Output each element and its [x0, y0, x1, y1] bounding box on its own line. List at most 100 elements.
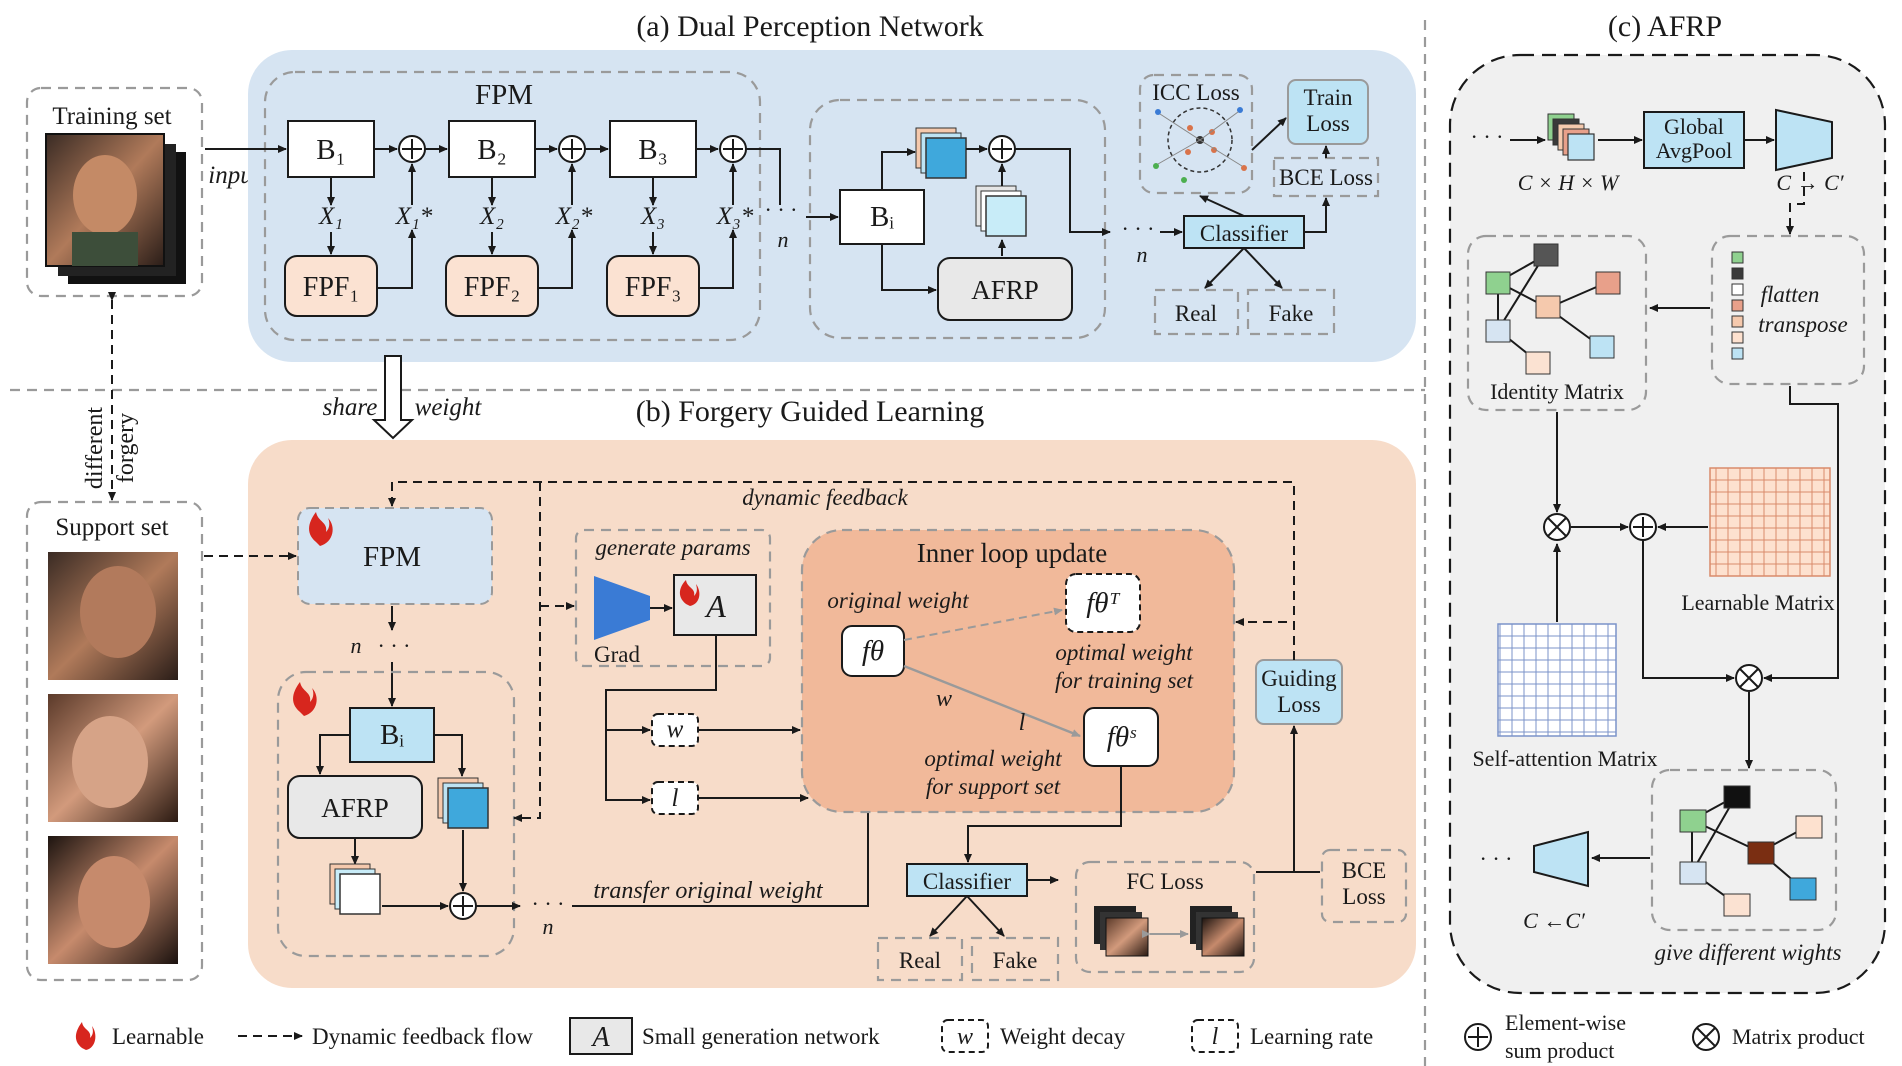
icc-loss-box: [1138, 73, 1254, 195]
legend-dynamic-feedback-flow: Dynamic feedback flow: [312, 1024, 533, 1049]
self-attention-matrix-label: Self-attention Matrix: [1472, 746, 1657, 771]
n-label-a1: n: [778, 227, 789, 252]
flatten-transpose-box: [1710, 234, 1866, 386]
legend-learning-rate: Learning rate: [1250, 1024, 1373, 1049]
legend-weight-decay: Weight decay: [1000, 1024, 1126, 1049]
legend-flame-icon: [75, 1022, 96, 1050]
sum-node-1: [398, 135, 426, 163]
feature-x2-star: X₂*: [555, 203, 593, 230]
sum-node-2: [558, 135, 586, 163]
title-panel-a: (a) Dual Perception Network: [636, 10, 983, 43]
feature-x1-star: X₁*: [395, 203, 433, 230]
share-weight-arrow: [371, 355, 415, 440]
f-theta-box: [841, 625, 905, 677]
fpm-group: [263, 70, 762, 342]
flame-icon-fpm: [309, 512, 333, 546]
bce-loss-b-box: [1320, 848, 1408, 924]
fake-b-label: Fake: [993, 948, 1038, 973]
support-set-label: Support set: [55, 514, 168, 541]
afrp-panel-background: [1448, 53, 1887, 995]
learnable-matrix-label: Learnable Matrix: [1681, 590, 1834, 615]
legend-learnable: Learnable: [112, 1024, 204, 1049]
legend-matrix-product-icon: [1692, 1023, 1720, 1051]
feature-x1: X₁: [318, 203, 343, 230]
learnable-matrix-grid: [1709, 467, 1831, 577]
w-symbol: w: [667, 716, 684, 743]
support-set-group: Support set: [25, 500, 204, 982]
legend-element-wise-line1: Element-wise: [1505, 1010, 1626, 1035]
training-set-label: Training set: [52, 103, 171, 130]
real-a-label: Real: [1175, 301, 1217, 326]
flame-icon-a: [679, 580, 700, 606]
different-forgery-link: different forgery: [82, 292, 139, 501]
afrp-a: [937, 257, 1073, 321]
chw-label: C × H × W: [1518, 170, 1620, 195]
block-bi-b: [349, 707, 435, 763]
legend-a-box: [569, 1017, 633, 1055]
w-inner-label: w: [936, 686, 952, 712]
fake-a-label: Fake: [1269, 301, 1314, 326]
fpm-b-box: [297, 507, 493, 605]
feature-x2: X₂: [479, 203, 504, 230]
n-label-b1: n: [351, 633, 362, 658]
afrp-input-feature-stack: [1547, 113, 1595, 161]
legend-element-wise-line2: sum product: [1505, 1038, 1614, 1063]
chain-dots-a: · · ·: [765, 197, 798, 222]
sum-node-3: [719, 135, 747, 163]
legend-matrix-product: Matrix product: [1732, 1024, 1865, 1049]
real-b: [876, 936, 964, 982]
real-a: [1153, 288, 1240, 336]
identity-matrix-label: Identity Matrix: [1490, 379, 1624, 404]
n-label-b2: n: [543, 914, 554, 939]
transpose-label: transpose: [1758, 312, 1847, 337]
f-theta-t-box: [1065, 573, 1141, 633]
fake-b: [970, 936, 1060, 982]
train-loss-box: [1287, 79, 1369, 145]
c-from-cp-trapezoid: [1533, 830, 1589, 888]
fc-loss-box: [1074, 860, 1256, 974]
legend-a-symbol: A: [590, 1022, 610, 1053]
identity-graph-icon: [1485, 243, 1621, 375]
block-b2-label: B₂: [477, 134, 506, 166]
legend-w-symbol: w: [957, 1024, 973, 1050]
title-panel-c: (c) AFRP: [1608, 10, 1722, 43]
l-symbol: l: [672, 785, 679, 812]
n-label-a2: n: [1137, 242, 1148, 267]
real-b-label: Real: [899, 948, 941, 973]
flatten-label: flatten: [1761, 282, 1820, 307]
title-panel-b: (b) Forgery Guided Learning: [636, 395, 985, 428]
c-to-cp-label: C → C′: [1776, 170, 1844, 195]
c-to-cp-trapezoid: [1775, 108, 1833, 172]
legend-l-box: [1191, 1019, 1239, 1053]
sum-node-c: [1629, 513, 1657, 541]
generate-params-box: [574, 528, 772, 668]
training-set-group: Training set: [25, 86, 204, 298]
original-weight-label: original weight: [827, 588, 969, 613]
afrp-input-dots: · · ·: [1471, 124, 1504, 149]
share-label: share: [323, 394, 378, 421]
weight-label: weight: [415, 394, 483, 421]
opt-support-line1: optimal weight: [924, 746, 1062, 771]
block-bi-a: [839, 189, 925, 245]
classifier-a-label: Classifier: [1200, 221, 1288, 246]
afrp-b-label: AFRP: [321, 793, 389, 823]
fc-loss-label: FC Loss: [1126, 869, 1203, 894]
opt-train-line1: optimal weight: [1055, 640, 1193, 665]
l-inner-label: l: [1019, 710, 1026, 736]
flatten-vector: [1731, 251, 1744, 360]
afrp-a-label: AFRP: [971, 275, 1039, 305]
guiding-loss-box: [1255, 659, 1343, 725]
icc-loss-label: ICC Loss: [1152, 80, 1240, 105]
weighted-graph-icon: [1679, 785, 1823, 917]
fake-a: [1246, 288, 1336, 336]
c-from-cp-label: C ←C′: [1523, 908, 1586, 933]
icc-cluster-icon: [1153, 107, 1247, 183]
fc-face-stack-left: [1094, 906, 1149, 957]
guiding-loss-line2: Loss: [1277, 692, 1321, 717]
classifier-a: [1183, 215, 1305, 249]
transfer-weight-label: transfer original weight: [593, 878, 824, 904]
global-avgpool-box: [1643, 111, 1745, 169]
generate-params-label: generate params: [595, 535, 750, 560]
legend-small-generation-network: Small generation network: [642, 1024, 880, 1049]
